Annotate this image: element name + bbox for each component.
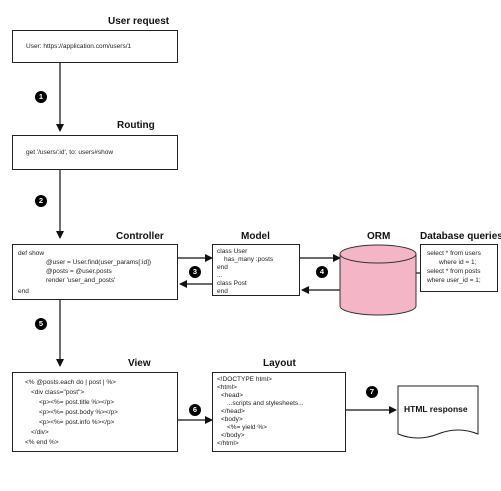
controller-line-3: @posts = @user.posts: [46, 268, 112, 275]
view-line-5: <p><%= post.info %></p>: [39, 419, 115, 426]
controller-line-1: def show: [18, 250, 45, 257]
db-line-2: where id = 1;: [439, 259, 477, 266]
view-line-2: <div class="post">: [31, 389, 85, 396]
controller-box: def show @user = User.find(user_params[:…: [12, 244, 178, 300]
controller-line-5: end: [18, 288, 29, 295]
orm-cylinder: [339, 244, 417, 316]
view-line-7: <% end %>: [25, 439, 59, 446]
controller-line-2: @user = User.find(user_params[:id]): [46, 259, 152, 266]
controller-line-4: render 'user_and_posts': [46, 277, 116, 284]
database-queries-box: select * from users where id = 1; select…: [420, 244, 498, 292]
user-request-box: User: https://application.com/users/1: [12, 30, 178, 63]
model-line-3: end: [217, 264, 228, 271]
db-line-4: where user_id = 1;: [427, 277, 481, 284]
model-line-2: has_many :posts: [224, 256, 274, 263]
title-layout: Layout: [263, 358, 296, 369]
view-box: <% @posts.each do | post | %> <div class…: [12, 372, 178, 452]
layout-line-5: </head>: [221, 408, 245, 415]
html-response-label: HTML response: [404, 404, 468, 414]
model-line-4: ...: [217, 272, 223, 279]
layout-line-3: <head>: [221, 392, 244, 399]
db-line-3: select * from posts: [427, 268, 481, 275]
step-badge-5: 5: [35, 318, 47, 330]
layout-line-6: <body>: [221, 416, 243, 423]
step-badge-3: 3: [189, 266, 201, 278]
view-line-4: <p><%= post.body %></p>: [39, 409, 118, 416]
title-view: View: [128, 358, 151, 369]
routing-text: get '/users/:id', to: users#show: [26, 149, 114, 156]
title-user-request: User request: [108, 16, 170, 27]
routing-box: get '/users/:id', to: users#show: [12, 135, 178, 170]
step-badge-7: 7: [366, 386, 378, 398]
layout-line-4: ...scripts and stylesheets...: [227, 400, 304, 407]
layout-box: <!DOCTYPE html> <html> <head> ...scripts…: [212, 372, 346, 452]
view-line-1: <% @posts.each do | post | %>: [25, 379, 116, 386]
model-line-1: class User: [217, 248, 248, 255]
step-badge-2: 2: [35, 195, 47, 207]
title-controller: Controller: [116, 231, 164, 242]
model-line-5: class Post: [217, 280, 247, 287]
layout-line-1: <!DOCTYPE html>: [217, 376, 272, 383]
step-badge-6: 6: [189, 404, 201, 416]
step-badge-4: 4: [316, 266, 328, 278]
db-line-1: select * from users: [427, 250, 481, 257]
layout-line-7: <%= yield %>: [227, 424, 267, 431]
title-routing: Routing: [117, 120, 155, 131]
title-model: Model: [241, 231, 270, 242]
title-database-queries: Database queries: [420, 231, 501, 242]
layout-line-9: </html>: [217, 440, 239, 447]
step-badge-1: 1: [35, 91, 47, 103]
title-orm: ORM: [367, 231, 391, 242]
user-request-text: User: https://application.com/users/1: [26, 43, 132, 50]
view-line-6: </div>: [31, 429, 49, 436]
model-line-6: end: [217, 288, 228, 295]
view-line-3: <p><%= post.title %></p>: [39, 399, 114, 406]
layout-line-8: </body>: [221, 432, 245, 439]
model-box: class User has_many :posts end ... class…: [212, 244, 300, 296]
html-response-document: [397, 385, 479, 439]
layout-line-2: <html>: [217, 384, 237, 391]
